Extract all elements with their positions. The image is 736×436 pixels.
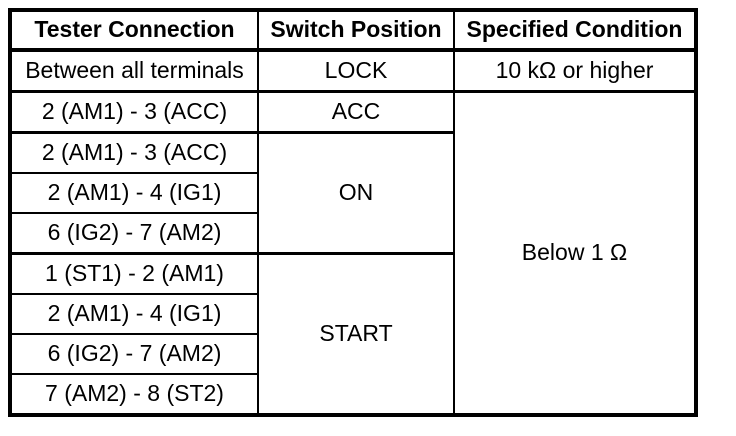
row-start-3: 6 (IG2) - 7 (AM2) xyxy=(9,333,696,375)
cell-connection: 6 (IG2) - 7 (AM2) xyxy=(9,333,259,375)
cell-connection: 2 (AM1) - 4 (IG1) xyxy=(9,172,259,214)
cell-connection: 1 (ST1) - 2 (AM1) xyxy=(9,252,259,295)
row-start-4: 7 (AM2) - 8 (ST2) xyxy=(9,373,696,416)
cell-condition-merged: Below 1 Ω xyxy=(453,90,697,416)
cell-connection: Between all terminals xyxy=(9,49,259,93)
header-row: Tester Connection Switch Position Specif… xyxy=(9,9,697,52)
header-tester-connection: Tester Connection xyxy=(9,9,259,52)
cell-connection: 6 (IG2) - 7 (AM2) xyxy=(9,212,259,255)
row-start-2: 2 (AM1) - 4 (IG1) xyxy=(9,293,696,335)
row-start-1: 1 (ST1) - 2 (AM1) START xyxy=(9,252,696,416)
cell-switch-position-merged: ON xyxy=(257,131,455,255)
row-on-3: 6 (IG2) - 7 (AM2) xyxy=(9,212,696,255)
header-specified-condition: Specified Condition xyxy=(453,9,697,52)
cell-switch-position: ACC xyxy=(257,90,455,134)
cell-condition: 10 kΩ or higher xyxy=(453,49,697,93)
header-switch-position: Switch Position xyxy=(257,9,455,52)
cell-switch-position-merged: START xyxy=(257,252,455,416)
cell-connection: 7 (AM2) - 8 (ST2) xyxy=(9,373,259,416)
cell-connection: 2 (AM1) - 4 (IG1) xyxy=(9,293,259,335)
cell-connection: 2 (AM1) - 3 (ACC) xyxy=(9,90,259,134)
row-lock: Between all terminals LOCK 10 kΩ or high… xyxy=(9,49,697,93)
row-on-2: 2 (AM1) - 4 (IG1) xyxy=(9,172,696,214)
row-acc: 2 (AM1) - 3 (ACC) ACC Below 1 Ω xyxy=(9,90,697,416)
cell-switch-position: LOCK xyxy=(257,49,455,93)
continuity-spec-table: Tester Connection Switch Position Specif… xyxy=(8,8,698,417)
cell-connection: 2 (AM1) - 3 (ACC) xyxy=(9,131,259,174)
row-on-1: 2 (AM1) - 3 (ACC) ON xyxy=(9,131,696,255)
